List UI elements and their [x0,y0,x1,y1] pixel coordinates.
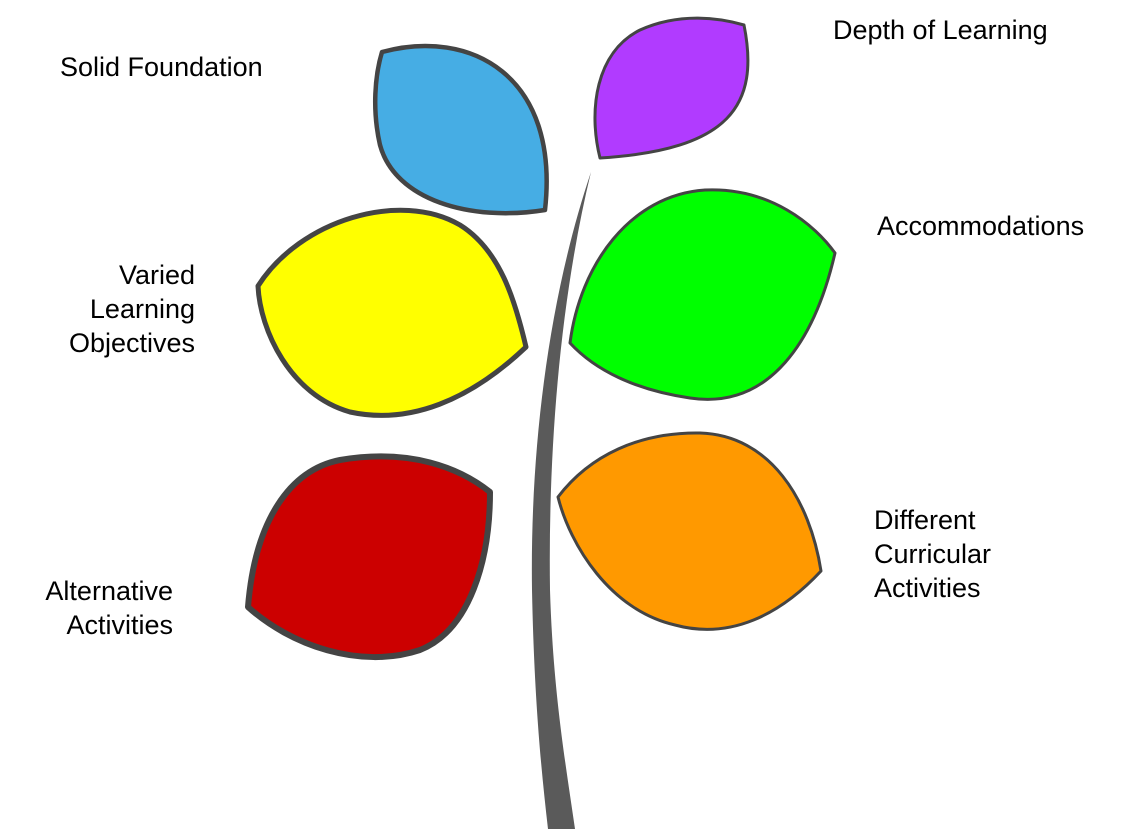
leaf-varied-learning-objectives [255,207,529,418]
tree-stem [531,172,591,829]
leaf-different-curricular-activities [556,431,823,631]
label-alternative-activities: Alternative Activities [45,576,173,640]
leaf-depth-of-learning [593,16,750,160]
label-accommodations: Accommodations [877,211,1085,241]
label-solid-foundation: Solid Foundation [60,52,263,82]
leaf-accommodations [568,188,837,401]
label-varied-learning-objectives: Varied Learning Objectives [68,260,195,358]
leaf-solid-foundation [372,43,549,216]
label-depth-of-learning: Depth of Learning [833,15,1048,45]
leaf-alternative-activities [245,453,493,660]
label-different-curricular-activities: Different Curricular Activities [874,505,992,603]
